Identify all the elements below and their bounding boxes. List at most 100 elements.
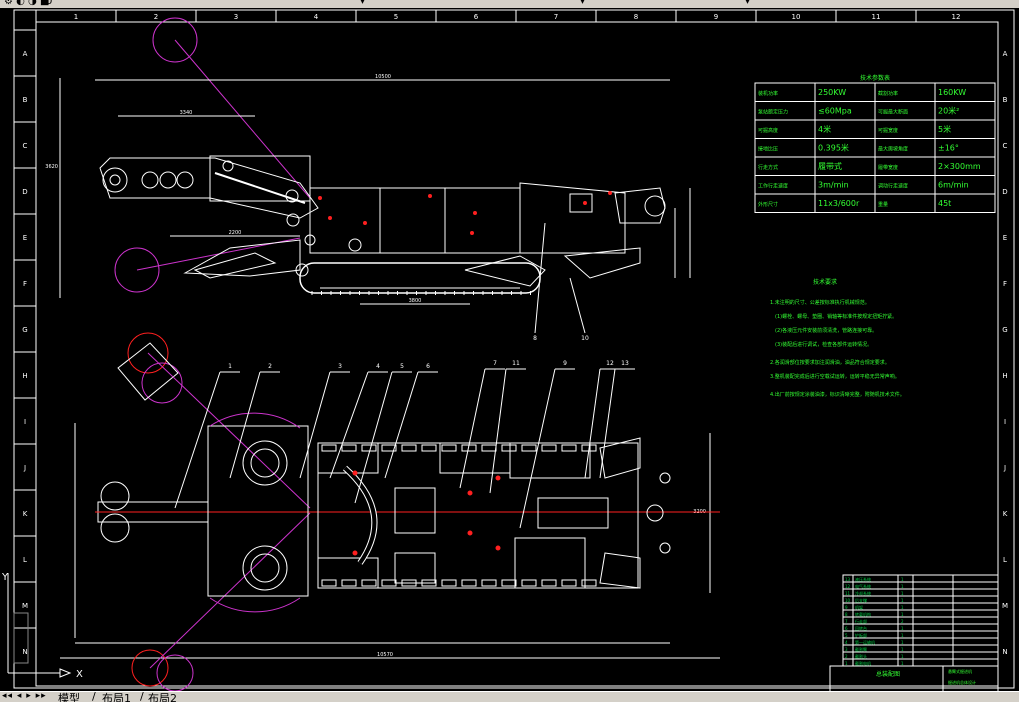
- bom-cell-qty: 1: [901, 640, 904, 645]
- bom-cell-no: 10: [845, 598, 851, 603]
- track-shoe-bottom: [541, 579, 557, 587]
- track-shoe-top: [481, 444, 497, 452]
- bom-cell-name: 截割头: [855, 653, 867, 659]
- tech-table-cell: ≤60Mpa: [818, 107, 852, 116]
- tech-table-cell: 装机功率: [758, 90, 778, 97]
- track-shoe-bottom: [521, 579, 537, 587]
- layer-icons[interactable]: ⚙ ◐ ◑ ■: [4, 0, 50, 7]
- tab-layout1[interactable]: 布局1: [102, 692, 131, 702]
- shovel-pin: [295, 263, 309, 277]
- cut-head-2: [100, 513, 130, 543]
- dim-track-text: 3800: [409, 298, 422, 304]
- arm-bolt-2: [159, 171, 177, 189]
- rear-roller-plan: [646, 504, 664, 522]
- row-letter-right: E: [1003, 234, 1007, 242]
- row-letter-right: D: [1002, 188, 1007, 196]
- tech-table-cell: 接地比压: [758, 146, 778, 153]
- chain-conveyor-inner: [343, 466, 377, 565]
- tech-table-cell: 6m/min: [938, 181, 969, 190]
- col-number: 8: [634, 13, 638, 21]
- row-letter-right: N: [1002, 648, 1007, 656]
- plan-marker: [467, 490, 473, 496]
- plan-marker: [352, 470, 358, 476]
- tech-table-cell: 最大爬坡角度: [878, 146, 908, 153]
- track-shoe-bottom: [321, 579, 337, 587]
- callout-leader: [354, 371, 393, 504]
- turret-gear-bottom-inner: [250, 553, 280, 583]
- pump-station: [509, 442, 591, 479]
- bom-cell-name: 回转台: [855, 625, 867, 631]
- tech-table-cell: 0.395米: [818, 143, 849, 153]
- track-shoe-bottom: [461, 579, 477, 587]
- loading-shovel: [183, 239, 301, 277]
- tech-table-cell: 3m/min: [818, 181, 849, 190]
- requirements-title: 技术要求: [813, 278, 837, 286]
- hydraulic-cylinder: [214, 172, 306, 204]
- bom-cell-name: 行走部: [855, 618, 867, 624]
- bom-cell-qty: 1: [901, 661, 904, 666]
- plan-marker: [495, 545, 501, 551]
- tab-model[interactable]: 模型: [58, 692, 80, 702]
- marker-dot: [470, 231, 474, 235]
- callout-leader: [459, 368, 486, 489]
- company-name: 掘进机总体设计: [948, 679, 976, 685]
- tech-table-cell: 泵站额定压力: [758, 109, 788, 116]
- col-number: 3: [234, 13, 238, 21]
- tech-table-cell: 工作行走速度: [758, 183, 788, 190]
- requirement-line: (2)各液压元件安装前须清洗，管路连接可靠。: [775, 327, 877, 334]
- bom-cell-name: 机架: [855, 604, 863, 610]
- requirement-line: 1.未注明的尺寸、公差按标准执行机械规范。: [770, 299, 870, 306]
- tab-nav-arrows[interactable]: ◂◂ ◂ ▸ ▸▸: [2, 691, 47, 701]
- tech-table-cell: 11x3/600r: [818, 199, 860, 208]
- layer-name[interactable]: 0: [46, 0, 53, 7]
- col-number: 9: [714, 13, 718, 21]
- drawing-title: 总装配图: [876, 670, 900, 678]
- marker-dot: [583, 201, 587, 205]
- callout-8: [534, 222, 546, 334]
- marker-dot: [318, 196, 322, 200]
- frame-panel-2: [444, 187, 521, 254]
- turntable: [207, 425, 309, 597]
- callout-leader: [584, 368, 601, 479]
- track-shoe-top: [421, 444, 437, 452]
- row-letter: G: [22, 326, 27, 334]
- tech-table-cell: 2×300mm: [938, 162, 981, 171]
- callout-label-3: 3: [338, 363, 342, 370]
- turret-gear-top: [242, 440, 288, 486]
- row-letter-right: C: [1003, 142, 1008, 150]
- arm-pivot-1: [102, 167, 128, 193]
- requirement-line: (3)装配后进行调试，检查各部件运转情况。: [775, 341, 872, 348]
- track-shoe-bottom: [381, 579, 397, 587]
- swing-arm-top: [117, 342, 179, 401]
- callout-leader: [519, 368, 556, 529]
- track-shoe-top: [401, 444, 417, 452]
- callout-8-label: 8: [533, 335, 537, 342]
- bom-cell-qty: 1: [901, 598, 904, 603]
- product-name: 悬臂式掘进机: [948, 668, 972, 674]
- row-letter: N: [22, 648, 27, 656]
- layout-tab-bar: ◂◂ ◂ ▸ ▸▸ 模型 / 布局1 / 布局2: [0, 691, 1019, 702]
- cut-head-1: [100, 481, 130, 511]
- rear-pin-top: [659, 472, 671, 484]
- tech-table-cell: 160KW: [938, 88, 966, 97]
- bom-cell-name: 液压系统: [855, 576, 871, 582]
- toolbar-dropdown-3[interactable]: ▾: [745, 0, 751, 7]
- bom-cell-qty: 1: [901, 612, 904, 617]
- main-frame: [309, 187, 521, 254]
- dim-mid-text: 2200: [229, 230, 242, 236]
- callout-label-13: 13: [621, 360, 629, 367]
- marker-dot: [608, 191, 612, 195]
- toolbar-dropdown-1[interactable]: ▾: [360, 0, 366, 7]
- arm-bolt-1: [141, 171, 159, 189]
- track-shoe-bottom: [361, 579, 377, 587]
- bom-cell-qty: 2: [901, 619, 904, 624]
- toolbar-dropdown-2[interactable]: ▾: [580, 0, 586, 7]
- turret-gear-top-inner: [250, 448, 280, 478]
- tab-layout2[interactable]: 布局2: [148, 692, 177, 702]
- bom-cell-no: 3: [845, 647, 848, 652]
- swing-line-top: [147, 352, 311, 509]
- rear-pin-bottom: [659, 542, 671, 554]
- frame-panel: [379, 187, 446, 254]
